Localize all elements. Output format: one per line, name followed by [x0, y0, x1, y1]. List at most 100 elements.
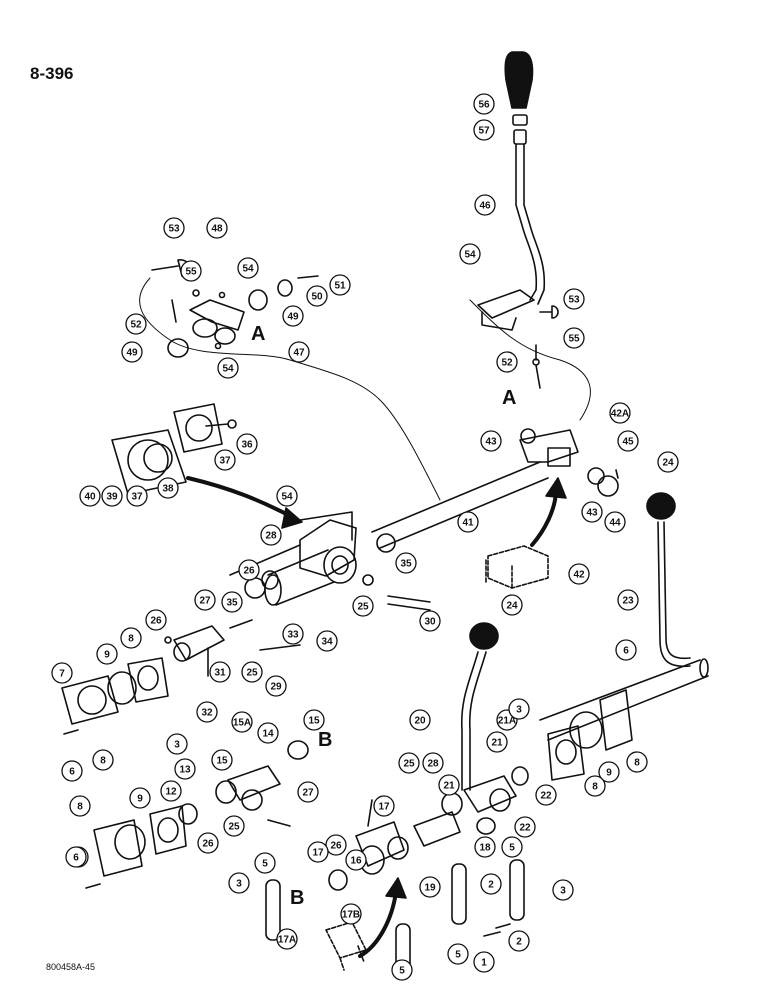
callout-13: 13: [174, 758, 196, 780]
bushing-43b: [587, 467, 605, 485]
callout-34: 34: [316, 630, 338, 652]
callout-label: 12: [165, 787, 177, 798]
callout-label: 50: [311, 292, 323, 303]
callout-label: 46: [479, 201, 491, 212]
callout-circle: [552, 879, 574, 901]
callout-41: 41: [457, 511, 479, 533]
callout-circle: [480, 873, 502, 895]
detail-block-42: [487, 545, 549, 589]
strap-5-left: [265, 879, 281, 941]
callout-38: 38: [157, 477, 179, 499]
callout-17a: 17A: [276, 928, 298, 950]
callout-circle: [65, 846, 87, 868]
flange-plate-38: [111, 429, 187, 495]
callout-label: 26: [330, 841, 342, 852]
callout-circle: [237, 257, 259, 279]
callout-circle: [265, 675, 287, 697]
callout-26: 26: [325, 834, 347, 856]
lever-knob-56: [504, 51, 534, 109]
callout-circle: [447, 943, 469, 965]
callout-circle: [160, 780, 182, 802]
letter-b-upper: B: [318, 729, 332, 751]
callout-circle: [563, 288, 585, 310]
callout-36: 36: [236, 433, 258, 455]
callout-circle: [121, 341, 143, 363]
callout-54: 54: [217, 357, 239, 379]
callout-5: 5: [254, 852, 276, 874]
callout-29: 29: [265, 675, 287, 697]
callout-circle: [508, 930, 530, 952]
lever-18: [413, 811, 461, 847]
callout-circle: [568, 563, 590, 585]
callout-label: 5: [455, 950, 461, 961]
callout-42a: 42A: [609, 402, 631, 424]
flange-8-rear: [547, 725, 585, 781]
callout-46: 46: [474, 194, 496, 216]
callout-label: 56: [478, 100, 490, 111]
knob-24-right: [646, 492, 676, 520]
callout-label: 37: [131, 492, 143, 503]
callout-label: 17: [312, 848, 324, 859]
callout-label: 21A: [498, 716, 516, 727]
flange-8-right: [599, 689, 633, 751]
callout-40: 40: [79, 485, 101, 507]
callout-label: 8: [77, 802, 83, 813]
callout-label: 54: [281, 492, 293, 503]
callout-25: 25: [223, 815, 245, 837]
callout-53: 53: [163, 217, 185, 239]
callout-circle: [157, 477, 179, 499]
callout-label: 54: [464, 250, 476, 261]
callout-15a: 15A: [231, 711, 253, 733]
callout-label: 21: [491, 738, 503, 749]
callout-circle: [480, 430, 502, 452]
callout-14: 14: [257, 722, 279, 744]
bushing-17: [328, 869, 348, 891]
callout-16: 16: [345, 849, 367, 871]
callout-2: 2: [508, 930, 530, 952]
callout-label: 2: [516, 937, 522, 948]
callout-circle: [288, 341, 310, 363]
lever-bracket: [477, 289, 535, 319]
ring-22: [476, 817, 496, 835]
callout-9: 9: [129, 787, 151, 809]
letter-a-upper: A: [251, 323, 265, 345]
callout-circle: [473, 119, 495, 141]
callout-56: 56: [473, 93, 495, 115]
callout-25: 25: [241, 661, 263, 683]
callout-label: 39: [106, 492, 118, 503]
callout-24: 24: [657, 451, 679, 473]
callout-label: 26: [150, 616, 162, 627]
callout-circle: [174, 758, 196, 780]
callout-label: 35: [400, 559, 412, 570]
callout-label: 5: [262, 859, 268, 870]
callout-label: 5: [509, 843, 515, 854]
callout-43: 43: [480, 430, 502, 452]
callout-6: 6: [61, 760, 83, 782]
callout-label: 17: [378, 802, 390, 813]
callout-label: 47: [293, 348, 305, 359]
callout-12: 12: [160, 780, 182, 802]
callout-label: 49: [287, 312, 299, 323]
callout-label: 2: [488, 880, 494, 891]
callout-48: 48: [206, 217, 228, 239]
bushing-43: [520, 428, 536, 444]
callout-label: 8: [100, 756, 106, 767]
callout-label: 49: [126, 348, 138, 359]
callout-circle: [69, 795, 91, 817]
callout-circle: [196, 701, 218, 723]
callout-label: 15: [308, 716, 320, 727]
callout-53: 53: [563, 288, 585, 310]
callout-circle: [373, 795, 395, 817]
seal-9-right: [569, 711, 603, 749]
bushing-35: [376, 533, 396, 553]
callout-circle: [419, 610, 441, 632]
callout-24: 24: [501, 594, 523, 616]
callout-circle: [474, 194, 496, 216]
callout-30: 30: [419, 610, 441, 632]
callout-circle: [206, 217, 228, 239]
callout-49: 49: [282, 305, 304, 327]
callout-54: 54: [459, 243, 481, 265]
callout-circle: [297, 781, 319, 803]
callout-circle: [238, 559, 260, 581]
callout-circle: [254, 852, 276, 874]
